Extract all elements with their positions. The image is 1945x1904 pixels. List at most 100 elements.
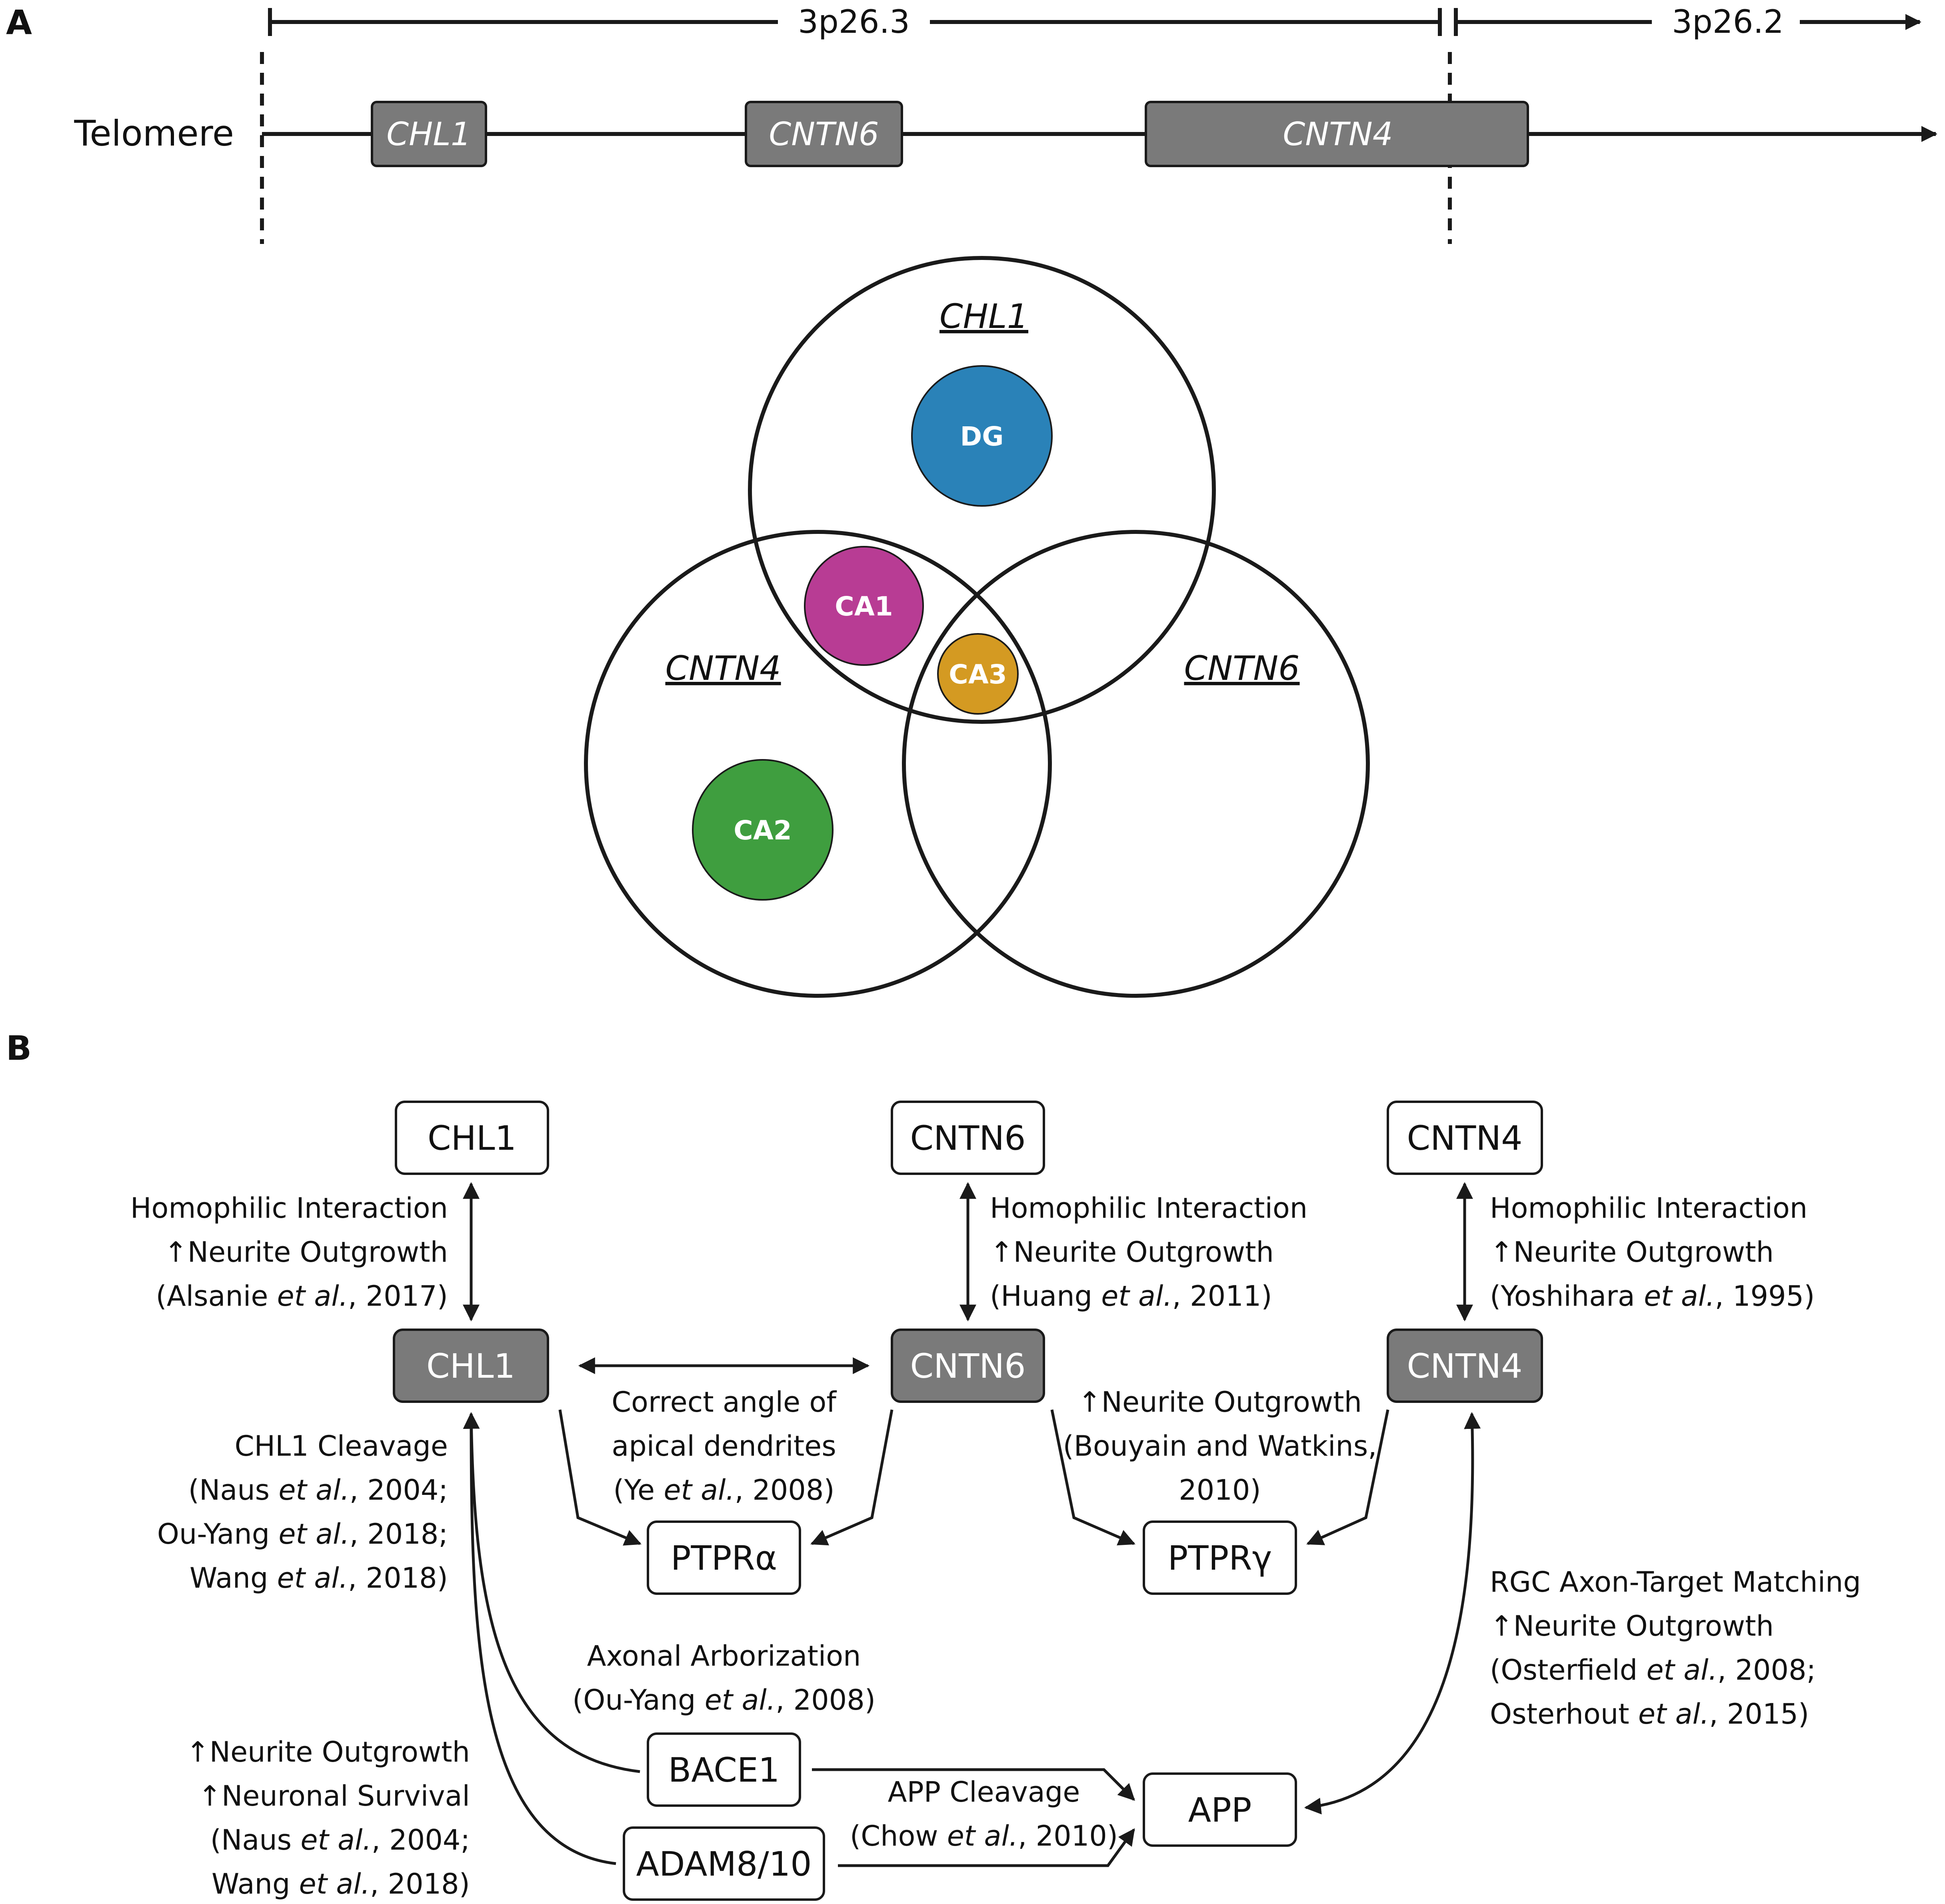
panel-a-letter: A xyxy=(6,3,32,42)
telomere-label: Telomere xyxy=(74,113,234,154)
arrow-cntn4-app xyxy=(1304,1412,1481,1815)
band-scale: 3p26.3 3p26.2 xyxy=(268,3,1921,40)
note-line: Correct angle of xyxy=(612,1386,837,1419)
note-citation: Wang et al., 2018) xyxy=(212,1868,470,1900)
gene-cntn4-box xyxy=(1145,101,1529,167)
note-line: APP Cleavage xyxy=(888,1776,1080,1808)
note-citation: (Naus et al., 2004; xyxy=(210,1824,470,1856)
box-ptprg xyxy=(1143,1520,1297,1595)
note-survival: ↑Neurite Outgrowth ↑Neuronal Survival (N… xyxy=(186,1736,470,1900)
arrow-bace1-chl1 xyxy=(463,1412,640,1773)
box-app xyxy=(1143,1772,1297,1847)
box-cntn6-top xyxy=(891,1101,1045,1175)
venn-label-cntn4: CNTN4 xyxy=(665,649,781,688)
note-line: apical dendrites xyxy=(612,1430,836,1462)
box-cntn6-mid-label: CNTN6 xyxy=(910,1347,1025,1386)
gene-chl1-label: CHL1 xyxy=(386,116,471,153)
band-label-3p26-2: 3p26.2 xyxy=(1672,3,1784,40)
note-citation: (Osterfield et al., 2008; xyxy=(1490,1654,1816,1686)
note-axonal: Axonal Arborization (Ou-Yang et al., 200… xyxy=(572,1640,876,1716)
region-ca3-label: CA3 xyxy=(949,659,1007,690)
arrows xyxy=(463,1182,1481,1867)
region-dg-label: DG xyxy=(960,421,1004,452)
note-homophilic-cntn4: Homophilic Interaction ↑Neurite Outgrowt… xyxy=(1490,1192,1815,1313)
note-homophilic-chl1: Homophilic Interaction ↑Neurite Outgrowt… xyxy=(130,1192,448,1313)
note-line: ↑Neurite Outgrowth xyxy=(1490,1610,1774,1642)
box-ptprg-label: PTPRγ xyxy=(1168,1538,1272,1578)
arrow-chl1-ptpra xyxy=(558,1409,642,1546)
arrow-adam-app xyxy=(838,1828,1135,1867)
note-citation: (Ye et al., 2008) xyxy=(613,1474,834,1506)
note-chl1-cleavage: CHL1 Cleavage (Naus et al., 2004; Ou-Yan… xyxy=(157,1430,448,1594)
box-cntn4-mid xyxy=(1387,1329,1543,1403)
note-apical-dendrites: Correct angle of apical dendrites (Ye et… xyxy=(612,1386,837,1506)
note-line: ↑Neurite Outgrowth xyxy=(1078,1386,1362,1419)
box-chl1-top-label: CHL1 xyxy=(428,1119,516,1158)
note-citation: Osterhout et al., 2015) xyxy=(1490,1698,1809,1730)
chromosome-track: Telomere CHL1 CNTN6 CNTN4 xyxy=(74,52,1937,244)
gene-chl1-box xyxy=(371,101,487,167)
region-ca2-label: CA2 xyxy=(734,815,792,846)
note-citation: (Chow et al., 2010) xyxy=(850,1820,1118,1852)
note-line: Homophilic Interaction xyxy=(1490,1192,1807,1225)
note-line: ↑Neurite Outgrowth xyxy=(1490,1236,1774,1269)
box-chl1-mid-label: CHL1 xyxy=(426,1347,515,1386)
box-cntn4-mid-label: CNTN4 xyxy=(1407,1347,1522,1386)
box-cntn4-top-label: CNTN4 xyxy=(1407,1119,1522,1158)
note-citation: (Naus et al., 2004; xyxy=(188,1474,448,1506)
box-adam xyxy=(623,1826,825,1901)
box-bace1-label: BACE1 xyxy=(668,1750,780,1790)
venn-circle-cntn6 xyxy=(902,530,1370,998)
note-line: Homophilic Interaction xyxy=(130,1192,448,1225)
note-line: Axonal Arborization xyxy=(587,1640,861,1672)
note-line: ↑Neurite Outgrowth xyxy=(164,1236,448,1269)
note-citation: (Alsanie et al., 2017) xyxy=(156,1280,448,1313)
gene-cntn6-box xyxy=(745,101,903,167)
note-line: ↑Neurite Outgrowth xyxy=(990,1236,1274,1269)
box-app-label: APP xyxy=(1188,1790,1252,1830)
arrow-cntn6-ptpra xyxy=(810,1409,894,1546)
arrow-bace1-app xyxy=(812,1768,1135,1801)
box-chl1-top xyxy=(395,1101,549,1175)
box-bace1 xyxy=(647,1732,801,1807)
region-ca1-circle xyxy=(804,546,924,666)
box-ptpra xyxy=(647,1520,801,1595)
note-line: 2010) xyxy=(1179,1474,1261,1506)
box-chl1-mid xyxy=(393,1329,549,1403)
note-citation: Wang et al., 2018) xyxy=(190,1562,448,1594)
note-line: Homophilic Interaction xyxy=(990,1192,1307,1225)
panel-b-letter: B xyxy=(6,1029,32,1068)
note-line: ↑Neurite Outgrowth xyxy=(186,1736,470,1768)
box-cntn4-top xyxy=(1387,1101,1543,1175)
venn-diagram: CHL1 CNTN4 CNTN6 DG CA1 CA3 CA2 xyxy=(584,256,1370,998)
box-ptpra-label: PTPRα xyxy=(671,1538,777,1578)
note-line: (Bouyain and Watkins, xyxy=(1063,1430,1377,1462)
note-line: RGC Axon-Target Matching xyxy=(1490,1566,1861,1598)
box-adam-label: ADAM8/10 xyxy=(636,1844,812,1884)
note-line: CHL1 Cleavage xyxy=(235,1430,448,1462)
venn-circle-chl1 xyxy=(748,256,1216,724)
box-cntn6-mid xyxy=(891,1329,1045,1403)
region-ca3-circle xyxy=(937,633,1019,715)
region-dg-circle xyxy=(911,365,1053,507)
note-ptprg: ↑Neurite Outgrowth (Bouyain and Watkins,… xyxy=(1063,1386,1377,1506)
venn-circle-cntn4 xyxy=(584,530,1052,998)
box-cntn6-top-label: CNTN6 xyxy=(910,1119,1025,1158)
arrow-adam-chl1 xyxy=(470,1413,616,1865)
region-ca1-label: CA1 xyxy=(835,591,893,622)
gene-cntn4-label: CNTN4 xyxy=(1283,116,1393,153)
region-ca2-circle xyxy=(692,759,834,901)
note-citation: (Huang et al., 2011) xyxy=(990,1280,1272,1313)
note-citation: (Yoshihara et al., 1995) xyxy=(1490,1280,1815,1313)
note-line: ↑Neuronal Survival xyxy=(198,1780,470,1812)
note-app-cleavage: APP Cleavage (Chow et al., 2010) xyxy=(850,1776,1118,1852)
gene-cntn6-label: CNTN6 xyxy=(769,116,879,153)
note-citation: Ou-Yang et al., 2018; xyxy=(157,1518,448,1550)
venn-label-cntn6: CNTN6 xyxy=(1184,649,1299,688)
note-rgc: RGC Axon-Target Matching ↑Neurite Outgro… xyxy=(1490,1566,1861,1730)
band-label-3p26-3: 3p26.3 xyxy=(798,3,910,40)
arrow-cntn6-ptprg xyxy=(1050,1409,1135,1546)
venn-label-chl1: CHL1 xyxy=(940,297,1028,336)
note-citation: (Ou-Yang et al., 2008) xyxy=(572,1684,876,1716)
